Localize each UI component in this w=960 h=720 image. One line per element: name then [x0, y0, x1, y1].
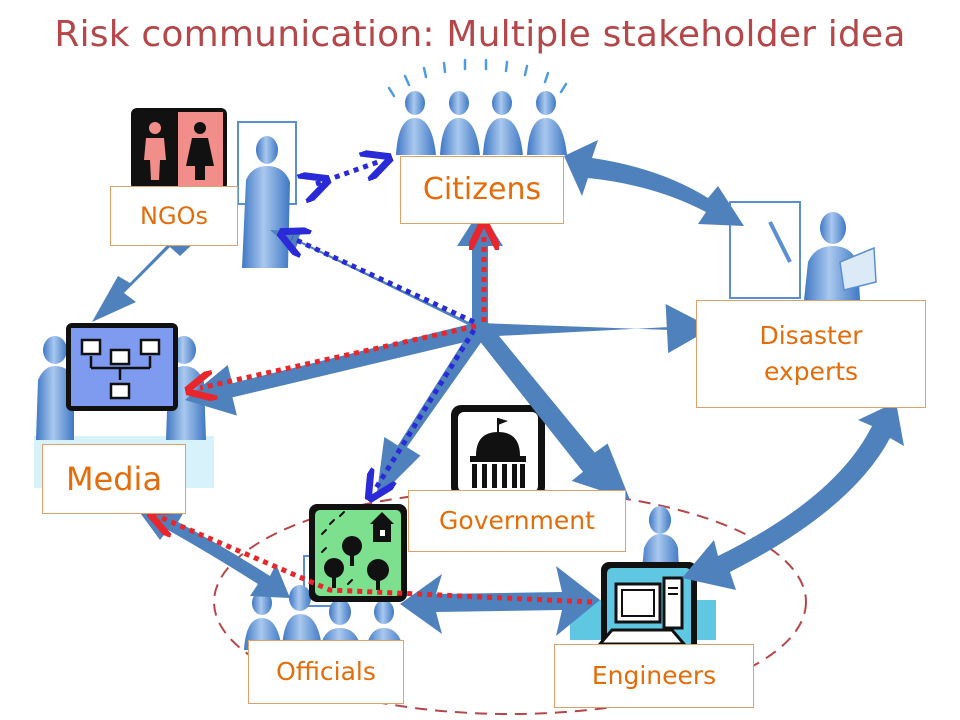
officials-label: Officials — [248, 640, 404, 704]
arrow-hub-to-citizens — [457, 210, 503, 329]
arrow-officials-engineers — [400, 566, 600, 636]
media-label: Media — [42, 444, 186, 514]
arrow-hub-to-government — [473, 321, 630, 500]
dotted-red-engineers-to-media — [162, 518, 593, 605]
arrow-hub-to-media — [185, 321, 482, 416]
officials-map-icon — [309, 504, 407, 602]
citizens-crowd-icon — [387, 58, 568, 155]
dotted-blue-hub-to-ngos — [292, 238, 476, 325]
arrow-media-officials — [138, 510, 290, 598]
disaster-experts-label: Disaster experts — [696, 300, 926, 408]
arrow-disaster-experts-engineers — [682, 402, 904, 590]
ngo-presenter-icon — [237, 121, 297, 268]
dotted-blue-ngos-citizens — [316, 162, 378, 184]
ngo-restroom-icon — [131, 108, 227, 190]
dotted-red-hub-to-media — [200, 323, 477, 388]
arrow-hub-to-officials — [376, 324, 487, 500]
arrow-hub-to-ngos — [270, 230, 481, 331]
government-label: Government — [408, 490, 626, 552]
arrow-citizens-disaster-experts — [564, 140, 744, 226]
arrow-hub-to-disaster-experts — [478, 303, 712, 354]
disaster-expert-presenter-icon — [729, 201, 877, 300]
ngos-label: NGOs — [110, 186, 238, 246]
dotted-blue-hub-to-officials — [376, 328, 477, 488]
arrow-ngos-media — [92, 226, 196, 322]
engineers-computer-icon — [596, 562, 697, 658]
citizens-label: Citizens — [400, 156, 564, 224]
blue-arrows — [92, 140, 904, 636]
government-capitol-icon — [451, 405, 545, 497]
engineers-label: Engineers — [554, 644, 754, 708]
page-title: Risk communication: Multiple stakeholder… — [54, 14, 906, 55]
